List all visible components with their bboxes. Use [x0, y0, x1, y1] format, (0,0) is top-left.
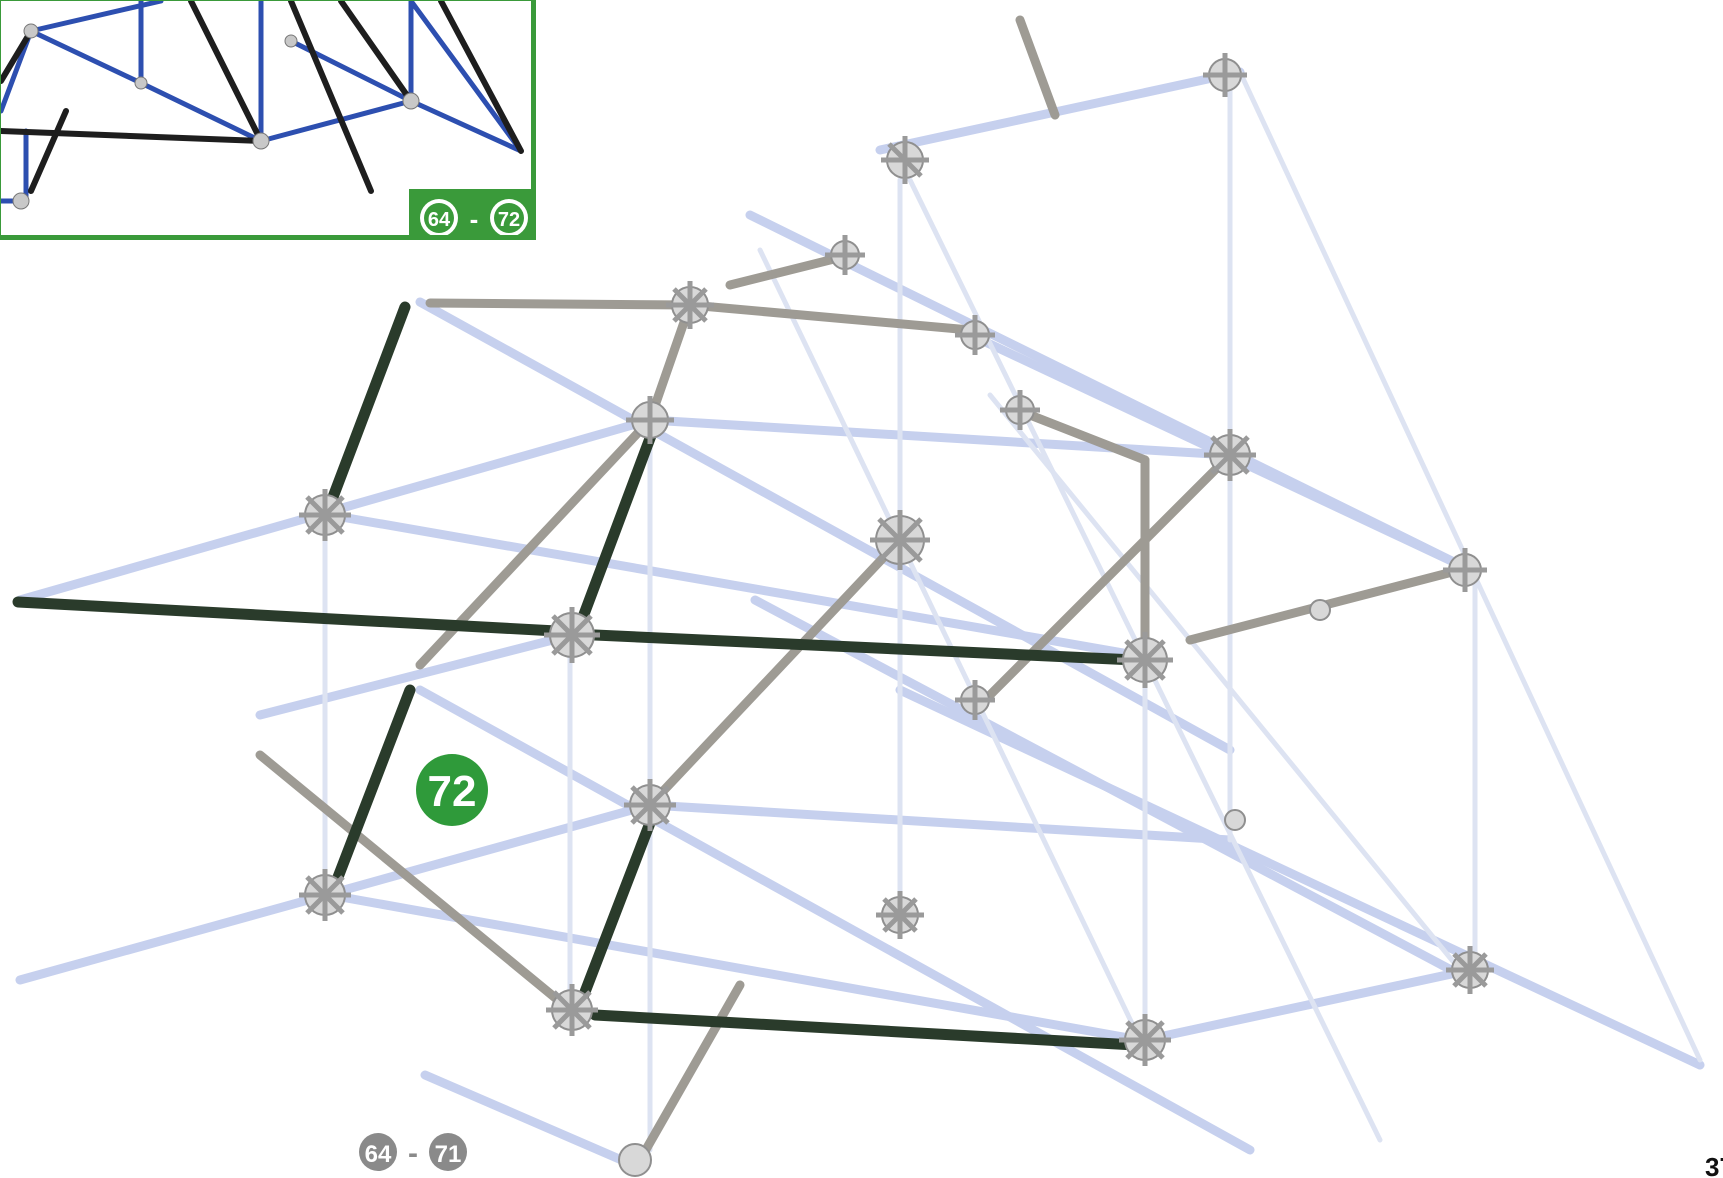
- connector-hub-icon: [402, 92, 420, 110]
- inset-step-range: 64 - 72: [409, 189, 531, 235]
- connector-hub-icon: [544, 607, 600, 663]
- inset-range-start: 64: [428, 209, 451, 231]
- connector-hub-icon: [299, 869, 351, 921]
- page-number: 37: [1705, 1152, 1723, 1178]
- connectors: [299, 53, 1494, 1177]
- rod-icon: [324, 301, 411, 511]
- inset-structure: 64 - 72: [1, 1, 531, 235]
- connector-hub-icon: [284, 34, 298, 48]
- connector-hub-icon: [825, 235, 865, 275]
- connector-hub-icon: [1204, 429, 1256, 481]
- new-rods-step-72: [12, 301, 1141, 1051]
- connector-hub-icon: [546, 984, 598, 1036]
- connector-hub-icon: [12, 192, 30, 210]
- connector-hub-icon: [870, 510, 930, 570]
- connector-hub-icon: [252, 132, 270, 150]
- connector-hub-icon: [1000, 390, 1040, 430]
- step-badge-circle: [416, 754, 488, 826]
- rod-icon: [875, 67, 1245, 155]
- connector-hub-icon: [1443, 548, 1487, 592]
- previous-range-start: 64: [365, 1141, 392, 1168]
- connector-hub-icon: [1117, 632, 1173, 688]
- rod-icon: [415, 685, 1255, 1155]
- rod-icon: [645, 800, 1235, 845]
- rod-icon: [415, 297, 1235, 755]
- previous-range-separator: -: [408, 1137, 418, 1170]
- connector-hub-icon: [666, 281, 714, 329]
- connector-hub-icon: [1224, 809, 1246, 831]
- inset-range-end: 72: [498, 209, 520, 231]
- rod-icon: [420, 1070, 645, 1173]
- connector-hub-icon: [955, 680, 995, 720]
- rod-icon: [574, 419, 661, 631]
- rod-icon: [12, 596, 581, 638]
- connector-hub-icon: [618, 1143, 652, 1177]
- connector-hub-icon: [881, 136, 929, 184]
- previous-range-end: 71: [435, 1141, 462, 1168]
- rod-icon: [955, 325, 1465, 570]
- connector-hub-icon: [1309, 599, 1331, 621]
- connector-hub-icon: [1446, 946, 1494, 994]
- connector-hub-icon: [1203, 53, 1247, 97]
- connector-hub-icon: [1119, 1014, 1171, 1066]
- rod-icon: [589, 629, 1141, 666]
- rod-icon: [895, 685, 1705, 1070]
- rod-icon: [255, 628, 585, 720]
- connector-hub-icon: [134, 76, 148, 90]
- connector-hub-icon: [299, 489, 351, 541]
- connector-hub-icon: [626, 396, 674, 444]
- connector-hub-icon: [876, 891, 924, 939]
- rod-icon: [589, 1009, 1141, 1051]
- connector-hub-icon: [955, 315, 995, 355]
- previous-steps-range: 64 - 71: [359, 1133, 467, 1171]
- current-step-badge: 72: [416, 754, 488, 826]
- rod-icon: [1140, 965, 1475, 1045]
- rod-icon: [645, 415, 1235, 460]
- rod-icon: [329, 684, 416, 891]
- connector-hub-icon: [624, 779, 676, 831]
- connector-hub-icon: [23, 23, 39, 39]
- inset-range-separator: -: [470, 204, 479, 234]
- rod-icon: [325, 510, 1140, 660]
- light-rods: [15, 67, 1705, 1173]
- rod-icon: [574, 804, 661, 1011]
- inset-preview: 64 - 72: [0, 0, 536, 240]
- current-step-number: 72: [428, 767, 477, 816]
